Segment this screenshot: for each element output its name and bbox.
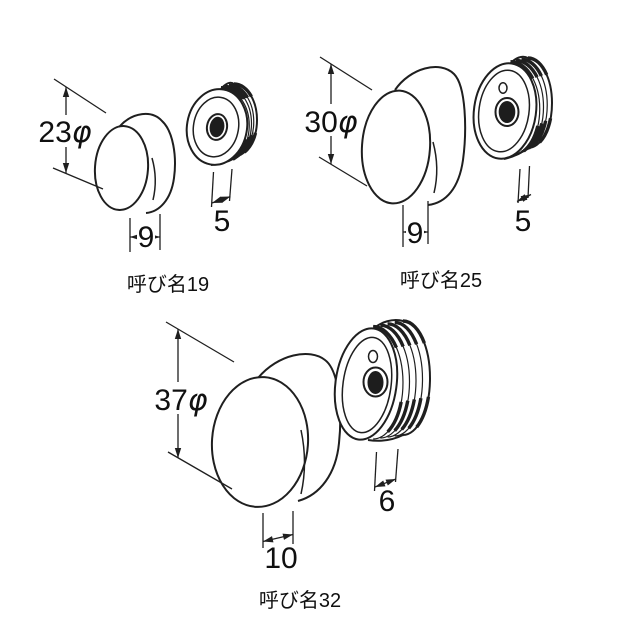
dimension-text-mask bbox=[406, 220, 424, 247]
cap-width-text: 10 bbox=[264, 542, 297, 575]
insert-width-dimension-25: 5 bbox=[515, 165, 532, 238]
dimension-line bbox=[374, 478, 397, 488]
insert-inner-ring bbox=[192, 96, 240, 158]
insert-width-dimension-19: 5 bbox=[210, 168, 233, 238]
dimension-line bbox=[262, 533, 294, 543]
cap-front-face bbox=[210, 376, 310, 508]
insert-width-text: 5 bbox=[515, 205, 532, 238]
insert-inner-ring bbox=[477, 69, 531, 153]
extension-line bbox=[165, 321, 235, 363]
dimension-text-mask bbox=[38, 115, 93, 147]
thread-shading bbox=[521, 57, 549, 153]
extension-line bbox=[394, 448, 399, 483]
extension-line bbox=[210, 171, 215, 208]
cap-width-text: 9 bbox=[138, 221, 155, 254]
mount-hole bbox=[498, 82, 508, 94]
cap-front-face bbox=[360, 89, 432, 205]
thread-shading bbox=[224, 84, 254, 163]
dimension-text-mask bbox=[304, 104, 359, 136]
diameter-text: 30φ bbox=[304, 105, 357, 140]
dimension-line bbox=[516, 193, 532, 203]
cap-edge-crease bbox=[432, 141, 438, 194]
insert-width-text: 5 bbox=[214, 205, 231, 238]
extension-line bbox=[53, 78, 107, 114]
thread-shading bbox=[380, 323, 412, 440]
thread-shading bbox=[228, 83, 256, 160]
extension-line bbox=[318, 156, 368, 187]
extension-line bbox=[373, 451, 378, 492]
diameter-dimension-32: 37φ bbox=[153, 321, 235, 490]
thread-shading bbox=[510, 60, 542, 158]
cap-width-dimension-19: 9 bbox=[129, 214, 161, 254]
insert-inner-ring bbox=[341, 336, 393, 434]
cap-19-drawing bbox=[93, 113, 176, 214]
dimension-text-mask bbox=[137, 223, 155, 250]
cap-front-face bbox=[93, 125, 150, 211]
thread-shading bbox=[233, 82, 259, 158]
thread-shading bbox=[387, 322, 418, 439]
insert-width-dimension-32: 6 bbox=[373, 448, 399, 518]
group-25: 30φ 9 5 呼び名25 bbox=[304, 55, 554, 292]
thread-shading bbox=[373, 324, 405, 441]
cap-25-drawing bbox=[360, 66, 467, 206]
extension-line bbox=[517, 168, 521, 204]
group-25-label: 呼び名25 bbox=[400, 269, 482, 292]
cap-32-drawing bbox=[210, 353, 342, 508]
extension-line bbox=[527, 165, 531, 199]
thread-shading bbox=[394, 320, 425, 438]
extension-line bbox=[52, 167, 104, 190]
thread-shading bbox=[402, 319, 432, 437]
thread-shading bbox=[220, 86, 251, 165]
extension-line bbox=[167, 451, 233, 490]
cap-width-text: 9 bbox=[407, 217, 424, 250]
cap-width-dimension-32: 10 bbox=[262, 511, 298, 575]
group-19: 23φ 9 5 呼び名19 bbox=[38, 78, 259, 296]
dimension-text-mask bbox=[153, 382, 209, 414]
center-hole bbox=[209, 116, 225, 138]
cap-edge-crease bbox=[300, 429, 306, 495]
thread-shading bbox=[515, 58, 546, 156]
group-19-label: 呼び名19 bbox=[127, 273, 209, 296]
center-hole bbox=[498, 101, 516, 123]
diameter-dimension-25: 30φ bbox=[304, 56, 373, 187]
insert-width-text: 6 bbox=[379, 485, 396, 518]
mount-hole bbox=[367, 349, 379, 364]
diameter-text: 23φ bbox=[38, 115, 91, 150]
center-hole bbox=[367, 371, 384, 394]
extension-line bbox=[228, 168, 233, 202]
insert-32-drawing bbox=[333, 319, 432, 442]
extension-line bbox=[319, 56, 373, 91]
diameter-dimension-19: 23φ bbox=[38, 78, 107, 190]
group-32: 37φ 10 6 呼び名32 bbox=[153, 319, 432, 612]
thread-shading bbox=[527, 56, 554, 150]
group-32-label: 呼び名32 bbox=[259, 589, 341, 612]
insert-25-drawing bbox=[472, 55, 554, 160]
dimension-line bbox=[211, 195, 231, 204]
cap-width-dimension-25: 9 bbox=[402, 201, 429, 250]
cap-edge-crease bbox=[151, 157, 156, 201]
diameter-text: 37φ bbox=[154, 383, 207, 418]
insert-19-drawing bbox=[185, 81, 259, 166]
